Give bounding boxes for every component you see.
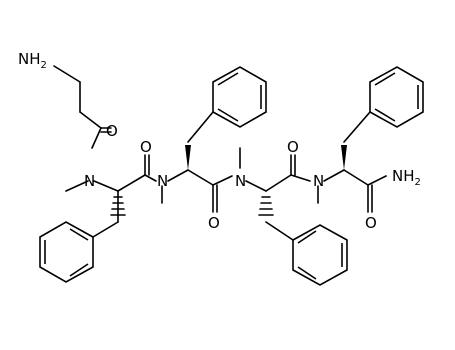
bond	[187, 169, 214, 186]
wedge-bond	[185, 145, 191, 170]
bond	[265, 174, 292, 192]
oxygen-label: O	[287, 138, 299, 156]
bond	[92, 221, 119, 238]
atom-labels: NH2 O N O N O N O N O NH2	[18, 50, 421, 232]
bond	[144, 174, 157, 182]
amide-label: NH2	[392, 167, 421, 188]
oxygen-label: O	[106, 122, 118, 140]
bond	[79, 111, 102, 129]
oxygen-label: O	[208, 214, 220, 232]
benzene-ring-3	[292, 224, 348, 286]
bond	[212, 175, 233, 186]
benzene-ring-2	[212, 66, 267, 128]
nitrogen-label: N	[235, 172, 246, 190]
bond	[53, 65, 81, 83]
bond	[343, 169, 369, 186]
bond	[265, 221, 294, 241]
wedge-bond	[341, 145, 347, 170]
oxygen-label: O	[365, 214, 377, 232]
bond	[343, 111, 371, 143]
bond	[91, 127, 102, 149]
bond	[167, 169, 189, 182]
bond	[117, 174, 146, 192]
nitrogen-label: N	[313, 172, 324, 190]
bond	[65, 180, 89, 192]
nitrogen-label: N	[84, 172, 95, 190]
bond	[93, 180, 119, 192]
bonds	[53, 65, 387, 241]
benzene-ring-1	[39, 221, 94, 283]
nitrogen-label: N	[157, 172, 168, 190]
bond	[367, 175, 387, 186]
benzene-ring-4	[369, 66, 424, 128]
bond	[323, 169, 345, 182]
amine-label: NH2	[18, 50, 47, 71]
bond	[187, 111, 214, 143]
oxygen-label: O	[140, 138, 152, 156]
bond	[245, 180, 267, 192]
bond	[290, 174, 311, 182]
